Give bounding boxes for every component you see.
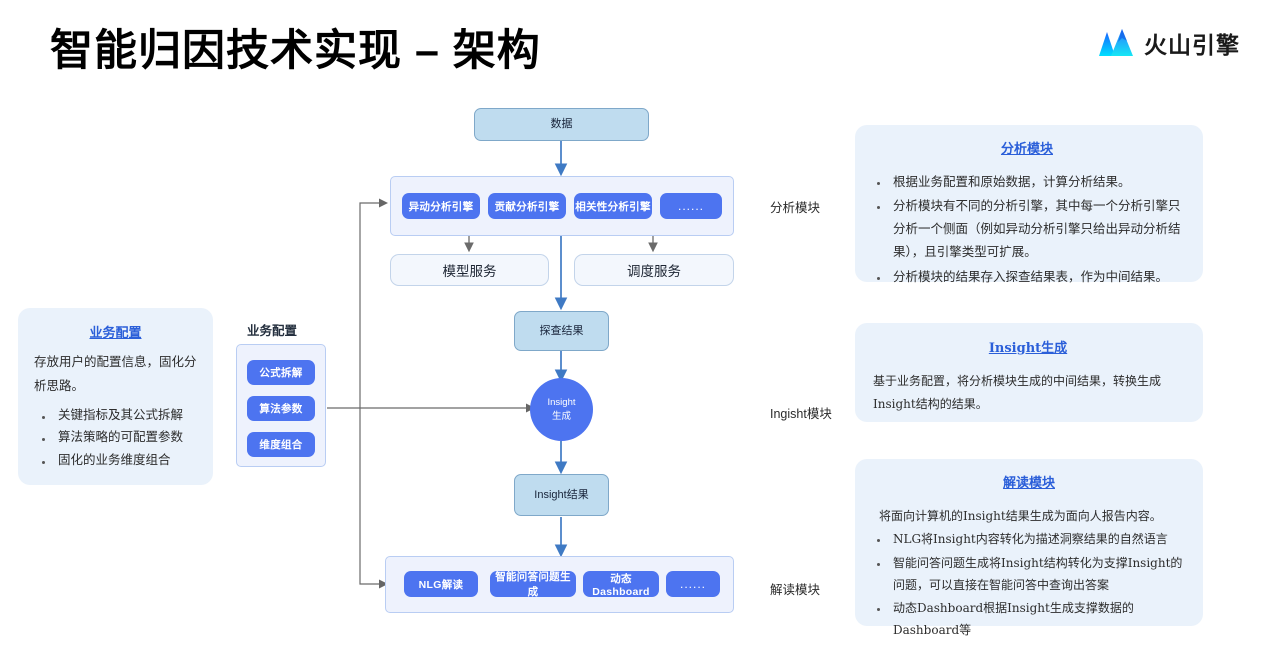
page-title: 智能归因技术实现 – 架构 (50, 27, 541, 75)
interpret-pill-dynamic-dashboard[interactable]: 动态Dashboard (583, 571, 659, 598)
node-model-service[interactable]: 模型服务 (390, 254, 549, 286)
node-data[interactable]: 数据 (474, 108, 649, 141)
card-biz-config: 业务配置 存放用户的配置信息，固化分析思路。 关键指标及其公式拆解 算法策略的可… (18, 308, 213, 485)
engine-pill-abnormal[interactable]: 异动分析引擎 (402, 193, 480, 219)
list-item: 关键指标及其公式拆解 (34, 405, 197, 427)
card-biz-config-bullets: 关键指标及其公式拆解 算法策略的可配置参数 固化的业务维度组合 (34, 405, 197, 473)
insight-circle-line1: Insight (547, 396, 576, 408)
list-item: 动态Dashboard根据Insight生成支撑数据的Dashboard等 (869, 597, 1189, 641)
biz-pill-dimension-combo[interactable]: 维度组合 (247, 432, 315, 457)
card-biz-config-title: 业务配置 (89, 325, 142, 340)
interpret-pill-more[interactable]: ...... (666, 571, 720, 597)
card-insight-title: Insight生成 (988, 341, 1068, 356)
side-label-analysis-module: 分析模块 (770, 201, 821, 215)
list-item: 智能问答问题生成将Insight结构转化为支撑Insight的问题，可以直接在智… (869, 552, 1189, 596)
biz-pill-formula[interactable]: 公式拆解 (247, 360, 315, 385)
card-interpret-module: 解读模块 将面向计算机的Insight结果生成为面向人报告内容。 NLG将Ins… (855, 459, 1203, 637)
list-item: 固化的业务维度组合 (34, 450, 197, 472)
engine-pill-more[interactable]: ...... (660, 193, 722, 219)
insight-circle-line2: 生成 (551, 410, 571, 422)
list-item: 算法策略的可配置参数 (34, 427, 197, 449)
card-analysis-title: 分析模块 (1000, 141, 1053, 156)
card-insight-generation: Insight生成 基于业务配置，将分析模块生成的中间结果，转换生成Insigh… (855, 323, 1203, 422)
card-analysis-bullets: 根据业务配置和原始数据，计算分析结果。 分析模块有不同的分析引擎，其中每一个分析… (869, 171, 1185, 289)
card-interpret-paragraph: 将面向计算机的Insight结果生成为面向人报告内容。 (879, 509, 1162, 523)
node-schedule-service[interactable]: 调度服务 (574, 254, 734, 286)
list-item: 分析模块有不同的分析引擎，其中每一个分析引擎只分析一个侧面（例如异动分析引擎只给… (869, 195, 1185, 264)
node-insight-result[interactable]: Insight结果 (514, 474, 609, 516)
card-interpret-title: 解读模块 (1002, 475, 1055, 490)
list-item: NLG将Insight内容转化为描述洞察结果的自然语言 (869, 528, 1189, 550)
side-label-interpret-module: 解读模块 (770, 583, 821, 597)
card-analysis-module: 分析模块 根据业务配置和原始数据，计算分析结果。 分析模块有不同的分析引擎，其中… (855, 125, 1203, 284)
brand-logo: 火山引擎 (1098, 26, 1240, 60)
list-item: 分析模块的结果存入探查结果表，作为中间结果。 (869, 266, 1185, 289)
biz-column-label: 业务配置 (247, 324, 298, 338)
biz-pill-algo-params[interactable]: 算法参数 (247, 396, 315, 421)
card-insight-paragraph: 基于业务配置，将分析模块生成的中间结果，转换生成Insight结构的结果。 (873, 374, 1162, 412)
card-biz-config-paragraph: 存放用户的配置信息，固化分析思路。 (34, 355, 197, 393)
card-interpret-bullets: NLG将Insight内容转化为描述洞察结果的自然语言 智能问答问题生成将Ins… (869, 528, 1189, 641)
volcano-mountain-icon (1099, 29, 1133, 56)
interpret-pill-qa-generation[interactable]: 智能问答问题生成 (490, 571, 576, 598)
list-item: 根据业务配置和原始数据，计算分析结果。 (869, 171, 1185, 194)
node-explore-result[interactable]: 探查结果 (514, 311, 609, 351)
brand-name: 火山引擎 (1144, 32, 1240, 58)
side-label-insight-module: Ingisht模块 (770, 407, 832, 421)
engine-pill-contribution[interactable]: 贡献分析引擎 (488, 193, 566, 219)
engine-pill-correlation[interactable]: 相关性分析引擎 (574, 193, 652, 219)
interpret-pill-nlg[interactable]: NLG解读 (404, 571, 478, 597)
node-insight-generate[interactable]: Insight 生成 (530, 378, 593, 441)
